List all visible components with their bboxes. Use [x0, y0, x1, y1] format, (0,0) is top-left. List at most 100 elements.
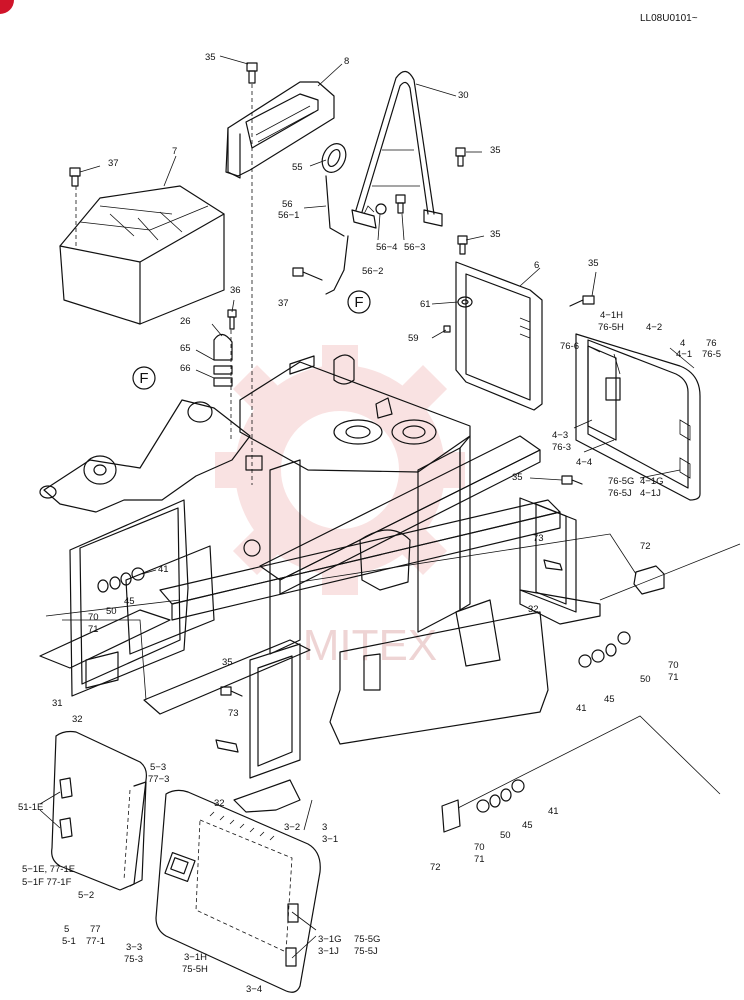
part-label-l6: 6	[534, 260, 539, 271]
part-label-l73b: 73	[228, 708, 239, 719]
bolt-icon	[69, 167, 81, 187]
part-label-l44: 4−4	[576, 457, 592, 468]
part-label-l3: 3	[322, 822, 327, 833]
part-label-l53: 5−3	[150, 762, 166, 773]
part-label-l32_: 3−2	[284, 822, 300, 833]
part-label-l76: 76	[706, 338, 717, 349]
callout-F-label: F	[354, 294, 363, 311]
part-56-rod	[325, 175, 406, 295]
part-label-l36: 36	[230, 285, 241, 296]
part-label-l35c: 35	[490, 229, 501, 240]
washer-icon	[457, 296, 473, 308]
part-label-l35d: 35	[588, 258, 599, 269]
part-label-l771: 77-1	[86, 936, 105, 947]
part-label-l41g: 4−1G	[640, 476, 664, 487]
part-26-clip	[213, 309, 237, 440]
part-label-l71c: 71	[474, 854, 485, 865]
part-label-l45a: 45	[124, 596, 135, 607]
part-label-l755j: 75-5J	[354, 946, 378, 957]
bolt-icon	[455, 147, 466, 167]
part-label-l4_1h: 4−1H	[600, 310, 623, 321]
part-label-l31_: 3−1	[322, 834, 338, 845]
part-label-l66: 66	[180, 363, 191, 374]
part-label-l35a: 35	[205, 52, 216, 63]
part-label-l71a: 71	[88, 624, 99, 635]
part-label-l50b: 50	[640, 674, 651, 685]
leader-lines	[39, 55, 741, 959]
part-label-l35b: 35	[490, 145, 501, 156]
part-label-l753: 75-3	[124, 954, 143, 965]
part-label-l35f: 35	[222, 657, 233, 668]
part-label-l765j: 76-5J	[608, 488, 632, 499]
part-6-plate	[455, 261, 543, 411]
part-label-l564: 56−4	[376, 242, 397, 253]
part-label-l65: 65	[180, 343, 191, 354]
part-label-l71b: 71	[668, 672, 679, 683]
part-label-l50c: 50	[500, 830, 511, 841]
part-label-l51: 5-1	[62, 936, 76, 947]
part-label-l43: 4−3	[552, 430, 568, 441]
part-label-l563: 56−3	[404, 242, 425, 253]
part-label-l30: 30	[458, 90, 469, 101]
part-4-side-panel	[575, 333, 701, 501]
part-label-l773: 77−3	[148, 774, 169, 785]
main-frame	[39, 354, 601, 813]
part-label-l72a: 72	[640, 541, 651, 552]
part-label-l766: 76-6	[560, 341, 579, 352]
part-7-box	[59, 185, 225, 325]
part-label-l35e: 35	[512, 472, 523, 483]
part-label-l31: 31	[52, 698, 63, 709]
part-55-grommet	[321, 143, 347, 173]
part-label-l41c: 41	[548, 806, 559, 817]
doc-code: LL08U0101~	[640, 13, 698, 24]
part-label-l70c: 70	[474, 842, 485, 853]
callout-F-left: F	[132, 366, 156, 390]
part-label-l51f: 5−1F 77-1F	[22, 877, 72, 888]
part-label-l31h: 3−1H	[184, 952, 207, 963]
part-label-l41j: 4−1J	[640, 488, 661, 499]
bolt-icon	[292, 267, 323, 281]
part-8-guard	[225, 81, 335, 179]
part-label-l73a: 73	[533, 533, 544, 544]
part-label-l755g: 75-5G	[354, 934, 380, 945]
part-label-l76_5h: 76-5H	[598, 322, 624, 333]
part-label-l31g: 3−1G	[318, 934, 342, 945]
part-label-l70a: 70	[88, 612, 99, 623]
bolt-icon	[246, 62, 258, 485]
part-label-l61: 61	[420, 299, 431, 310]
part-label-l70b: 70	[668, 660, 679, 671]
corner-mark-icon	[0, 0, 14, 14]
part-label-l56: 56	[282, 199, 293, 210]
part-5-left-door	[51, 730, 147, 891]
part-30-handle	[351, 70, 443, 229]
part-label-l765g: 76-5G	[608, 476, 634, 487]
part-label-l31j: 3−1J	[318, 946, 339, 957]
part-label-l32b: 32	[72, 714, 83, 725]
part-label-l41b: 41	[576, 703, 587, 714]
part-label-l32a: 32	[528, 604, 539, 615]
callout-F-top: F	[347, 290, 371, 314]
part-label-l33: 3−3	[126, 942, 142, 953]
part-label-l7: 7	[172, 146, 177, 157]
part-label-l41a: 41	[158, 564, 169, 575]
part-label-l41: 4−1	[676, 349, 692, 360]
part-label-l59: 59	[408, 333, 419, 344]
part-label-l5: 5	[64, 924, 69, 935]
part-label-l55: 55	[292, 162, 303, 173]
part-label-l45c: 45	[522, 820, 533, 831]
bolt-icon	[220, 686, 243, 697]
part-label-l765: 76-5	[702, 349, 721, 360]
part-label-l45b: 45	[604, 694, 615, 705]
part-label-l72b: 72	[430, 862, 441, 873]
part-label-l511e: 51-1E	[18, 802, 43, 813]
part-72-bracket	[441, 565, 665, 833]
part-label-l42: 4−2	[646, 322, 662, 333]
part-label-l51e: 5−1E, 77-1E	[22, 864, 75, 875]
part-label-l77: 77	[90, 924, 101, 935]
part-label-l4: 4	[680, 338, 685, 349]
part-label-l32c: 32	[214, 798, 225, 809]
part-label-l37a: 37	[108, 158, 119, 169]
